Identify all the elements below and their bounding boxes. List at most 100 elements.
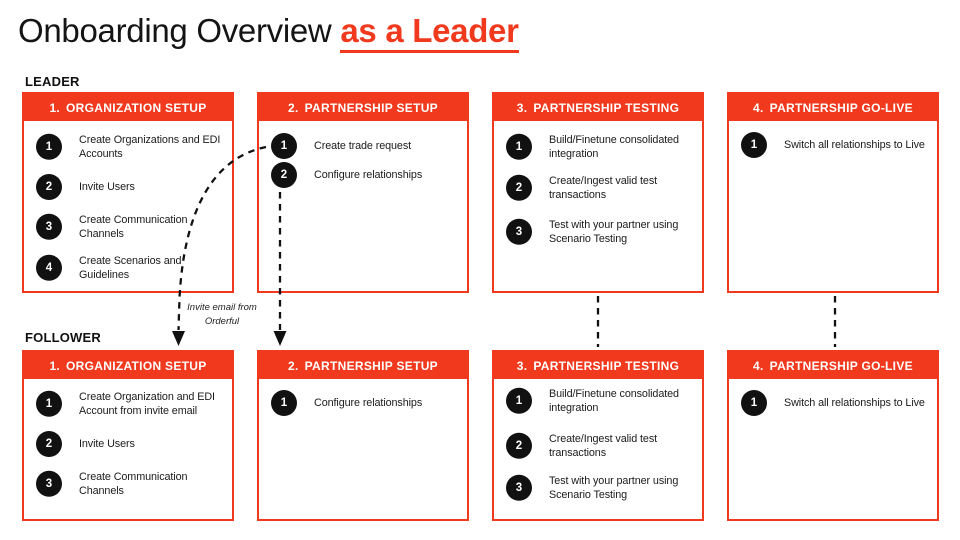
- step-number-badge: 1: [741, 390, 767, 416]
- box-number: 1.: [49, 358, 61, 373]
- invite-arrow-left-head: [172, 331, 185, 346]
- step-row: 1 Create Organizations and EDI Accounts: [36, 133, 228, 162]
- step-row: 3 Create Communication Channels: [36, 470, 228, 499]
- invite-email-label-line1: Invite email from: [187, 302, 257, 313]
- box-title: PARTNERSHIP SETUP: [304, 100, 438, 115]
- step-text: Create Communication Channels: [79, 213, 188, 240]
- invite-email-label-line2: Orderful: [204, 315, 240, 327]
- step-row: 1 Configure relationships: [271, 390, 463, 416]
- box-title: PARTNERSHIP GO-LIVE: [769, 358, 913, 373]
- step-number-badge: 1: [506, 134, 532, 160]
- step-row: 1 Build/Finetune consolidated integratio…: [506, 133, 698, 162]
- box-header: 4. PARTNERSHIP GO-LIVE: [729, 352, 937, 379]
- step-row: 3 Test with your partner using Scenario …: [506, 218, 698, 247]
- step-text: Create Organizations and EDI Accounts: [79, 133, 221, 160]
- step-text: Test with your partner using Scenario Te…: [549, 218, 679, 245]
- box-body: 1 Switch all relationships to Live: [729, 121, 937, 291]
- follower-box-partnership-testing: 3. PARTNERSHIP TESTING 1 Build/Finetune …: [492, 350, 704, 521]
- box-body: 1 Create Organizations and EDI Accounts …: [24, 121, 232, 291]
- step-row: 2 Configure relationships: [271, 162, 463, 188]
- box-header: 4. PARTNERSHIP GO-LIVE: [729, 94, 937, 121]
- box-number: 1.: [49, 100, 61, 115]
- box-number: 2.: [288, 358, 299, 373]
- step-row: 1 Switch all relationships to Live: [741, 390, 933, 416]
- box-header: 3. PARTNERSHIP TESTING: [494, 352, 702, 379]
- step-row: 2 Create/Ingest valid test transactions: [506, 174, 698, 203]
- leader-box-partnership-testing: 3. PARTNERSHIP TESTING 1 Build/Finetune …: [492, 92, 704, 293]
- step-number-badge: 3: [36, 214, 62, 240]
- step-number-badge: 1: [36, 134, 62, 160]
- box-number: 2.: [288, 100, 299, 115]
- step-number-badge: 1: [36, 391, 62, 417]
- follower-box-organization-setup: 1. ORGANIZATION SETUP 1 Create Organizat…: [22, 350, 234, 521]
- invite-email-label: Invite email from Orderful: [152, 301, 292, 329]
- leader-box-partnership-setup: 2. PARTNERSHIP SETUP 1 Create trade requ…: [257, 92, 469, 293]
- box-number: 3.: [516, 358, 528, 373]
- row-label-leader: LEADER: [25, 74, 80, 89]
- box-body: 1 Configure relationships: [259, 379, 467, 519]
- step-number-badge: 1: [271, 133, 297, 159]
- step-row: 1 Create trade request: [271, 133, 463, 159]
- box-title: PARTNERSHIP TESTING: [533, 100, 680, 115]
- invite-arrow-right-head: [273, 331, 287, 346]
- box-body: 1 Create Organization and EDI Account fr…: [24, 379, 232, 519]
- box-title: PARTNERSHIP GO-LIVE: [769, 100, 913, 115]
- page-title: Onboarding Overview as a Leader: [18, 12, 519, 53]
- box-header: 1. ORGANIZATION SETUP: [24, 352, 232, 379]
- box-title: ORGANIZATION SETUP: [66, 100, 207, 115]
- step-text: Create/Ingest valid test transactions: [549, 432, 658, 459]
- step-row: 3 Create Communication Channels: [36, 213, 228, 242]
- step-row: 2 Invite Users: [36, 174, 228, 200]
- step-number-badge: 2: [506, 433, 532, 459]
- step-text: Build/Finetune consolidated integration: [549, 133, 679, 160]
- box-body: 1 Build/Finetune consolidated integratio…: [494, 121, 702, 291]
- step-text: Create Communication Channels: [79, 470, 188, 497]
- step-row: 2 Invite Users: [36, 431, 228, 457]
- step-text: Invite Users: [79, 180, 135, 193]
- leader-box-organization-setup: 1. ORGANIZATION SETUP 1 Create Organizat…: [22, 92, 234, 293]
- step-text: Build/Finetune consolidated integration: [549, 387, 679, 414]
- step-number-badge: 1: [506, 388, 532, 414]
- step-number-badge: 1: [741, 132, 767, 158]
- step-row: 2 Create/Ingest valid test transactions: [506, 432, 698, 461]
- box-header: 3. PARTNERSHIP TESTING: [494, 94, 702, 121]
- step-row: 1 Build/Finetune consolidated integratio…: [506, 387, 698, 416]
- box-header: 1. ORGANIZATION SETUP: [24, 94, 232, 121]
- step-row: 1 Create Organization and EDI Account fr…: [36, 390, 228, 419]
- follower-box-partnership-setup: 2. PARTNERSHIP SETUP 1 Configure relatio…: [257, 350, 469, 521]
- step-number-badge: 3: [506, 219, 532, 245]
- step-text: Invite Users: [79, 437, 135, 450]
- box-header: 2. PARTNERSHIP SETUP: [259, 352, 467, 379]
- box-title: PARTNERSHIP SETUP: [304, 358, 438, 373]
- step-text: Configure relationships: [314, 168, 423, 181]
- step-text: Create Scenarios and Guidelines: [79, 254, 182, 281]
- step-number-badge: 2: [36, 431, 62, 457]
- step-text: Switch all relationships to Live: [784, 396, 925, 409]
- box-number: 4.: [753, 100, 764, 115]
- title-highlight: as a Leader: [340, 12, 519, 53]
- step-number-badge: 4: [36, 255, 62, 281]
- step-number-badge: 3: [36, 471, 62, 497]
- step-number-badge: 2: [271, 162, 297, 188]
- box-body: 1 Switch all relationships to Live: [729, 379, 937, 519]
- box-number: 3.: [516, 100, 528, 115]
- box-header: 2. PARTNERSHIP SETUP: [259, 94, 467, 121]
- step-row: 1 Switch all relationships to Live: [741, 132, 933, 158]
- step-text: Test with your partner using Scenario Te…: [549, 474, 679, 501]
- title-prefix: Onboarding Overview: [18, 12, 332, 49]
- box-title: ORGANIZATION SETUP: [66, 358, 207, 373]
- step-number-badge: 1: [271, 390, 297, 416]
- step-number-badge: 2: [506, 175, 532, 201]
- box-title: PARTNERSHIP TESTING: [533, 358, 680, 373]
- step-text: Create trade request: [314, 139, 412, 152]
- box-body: 1 Create trade request 2 Configure relat…: [259, 121, 467, 291]
- step-row: 3 Test with your partner using Scenario …: [506, 474, 698, 503]
- leader-box-partnership-go-live: 4. PARTNERSHIP GO-LIVE 1 Switch all rela…: [727, 92, 939, 293]
- row-label-follower: FOLLOWER: [25, 330, 101, 345]
- box-body: 1 Build/Finetune consolidated integratio…: [494, 379, 702, 519]
- step-number-badge: 2: [36, 174, 62, 200]
- step-text: Switch all relationships to Live: [784, 138, 925, 151]
- step-number-badge: 3: [506, 475, 532, 501]
- step-text: Configure relationships: [314, 396, 423, 409]
